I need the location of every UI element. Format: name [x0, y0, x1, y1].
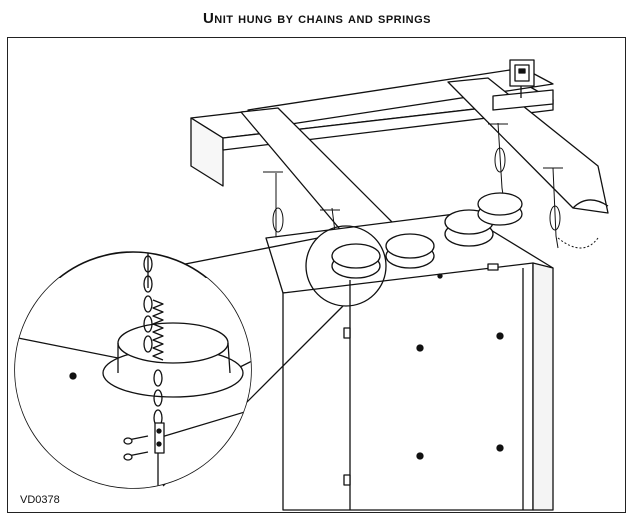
ceiling-joists — [190, 67, 609, 254]
illustration-frame: VD0378 — [7, 37, 626, 513]
zoom-detail — [14, 251, 252, 489]
spring — [152, 299, 164, 361]
ventilation-unit — [265, 192, 554, 511]
detail-focus-circle — [305, 225, 387, 307]
outlet-box — [509, 59, 535, 98]
screws — [123, 435, 149, 461]
figure-title: Unit hung by chains and springs — [202, 10, 432, 27]
unit-illustration — [14, 59, 609, 511]
figure-code: VD0378 — [20, 494, 60, 506]
